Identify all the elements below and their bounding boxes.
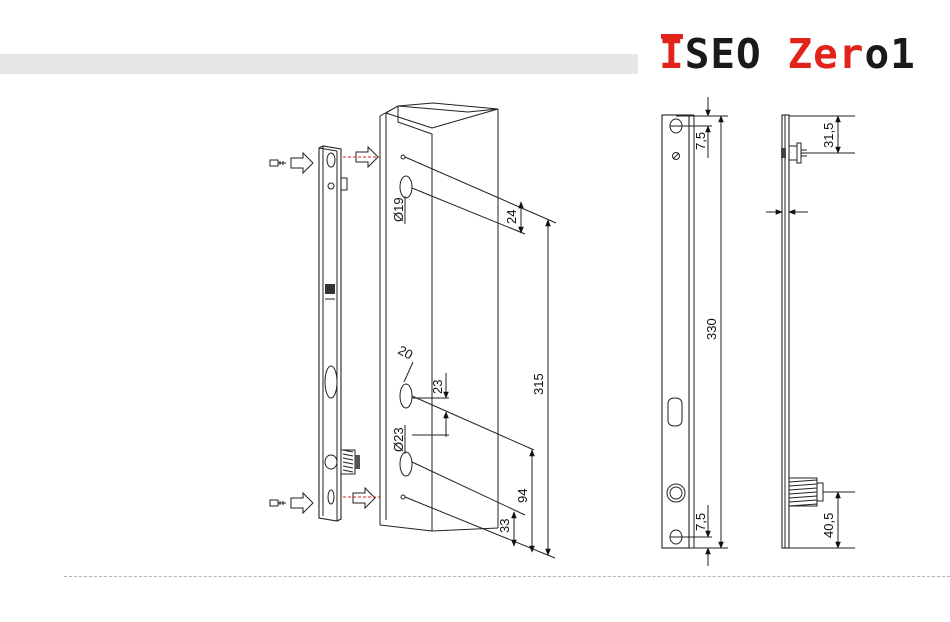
label-side-40-5: 40,5: [821, 513, 836, 538]
label-dim-24: 24: [504, 210, 519, 224]
label-front-330: 330: [704, 318, 719, 340]
strike-plate: [319, 146, 360, 521]
spring-latch: [341, 450, 360, 474]
top-screw-icon: [270, 160, 286, 166]
side-spring-latch: [789, 478, 823, 506]
arrow-icon: [291, 153, 313, 173]
label-dim-33: 33: [497, 519, 512, 533]
label-front-7-5-top: 7,5: [693, 132, 708, 150]
side-view: 31,5 40,5: [766, 115, 855, 548]
label-dia-19: Ø19: [391, 197, 406, 222]
exploded-view: Ø19 Ø23 20 24 23 315 94 33: [270, 103, 556, 558]
front-view: 7,5 330 7,5: [662, 97, 728, 566]
arrow-icon: [353, 488, 375, 508]
label-dim-23: 23: [430, 380, 445, 394]
label-dim-315: 315: [531, 373, 546, 395]
arrow-icon: [291, 493, 313, 513]
label-dim-94: 94: [515, 489, 530, 503]
bottom-screw-icon: [270, 500, 286, 506]
footer-divider: [64, 576, 950, 577]
door-frame-profile: [380, 103, 498, 532]
label-front-7-5-bottom: 7,5: [693, 513, 708, 531]
label-side-31-5: 31,5: [821, 123, 836, 148]
label-dia-23: Ø23: [391, 427, 406, 452]
